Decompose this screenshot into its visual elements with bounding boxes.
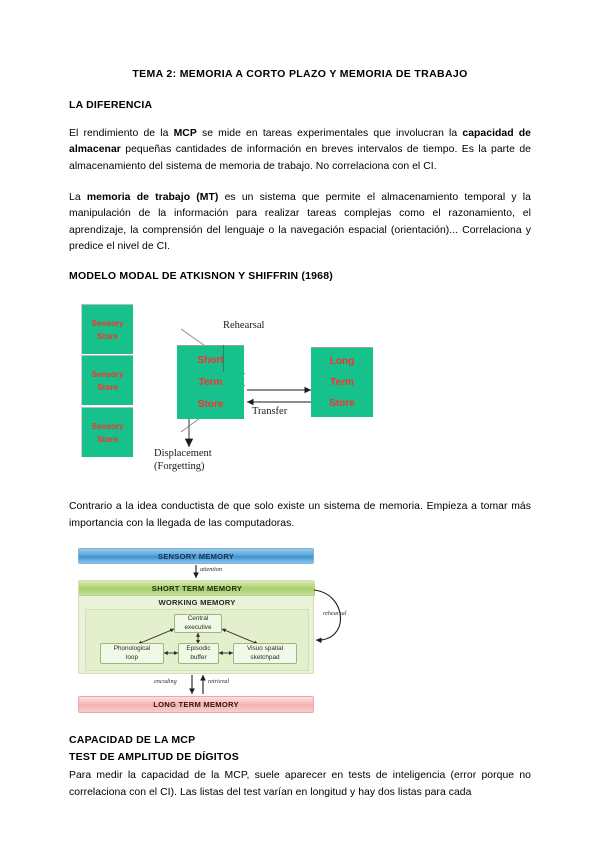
- paragraph-mt-part2: es un sistema que permite el almacenamie…: [69, 191, 531, 253]
- label-encoding: encoding: [154, 678, 177, 686]
- paragraph-mt-bold: memoria de trabajo (MT): [86, 191, 219, 203]
- phonological-loop-line2: loop: [125, 653, 139, 661]
- sensory-store-2-line2: Store: [97, 382, 118, 392]
- short-term-memory-band: SHORT TERM MEMORY: [79, 581, 315, 597]
- label-rehearsal: Rehearsal: [223, 320, 265, 331]
- working-memory-title: WORKING MEMORY: [158, 598, 236, 608]
- central-executive-box: Central executive: [174, 614, 222, 634]
- label-rehearsal-wm: rehearsal: [323, 610, 347, 618]
- sensory-store-2-line1: Sensory: [91, 369, 124, 379]
- paragraph-memoria-trabajo: La memoria de trabajo (MT) es un sistema…: [69, 190, 531, 256]
- episodic-buffer-line2: buffer: [190, 653, 207, 661]
- diagram-modal-connectors: [180, 328, 311, 447]
- phonological-loop-box: Phonological loop: [100, 643, 164, 665]
- working-memory-container: SHORT TERM MEMORY WORKING MEMORY: [78, 580, 315, 675]
- working-memory-components-area: Central executive Phonological loop Epis…: [85, 609, 309, 672]
- section-heading-test-digitos: TEST DE AMPLITUD DE DÍGITOS: [69, 751, 239, 764]
- sensory-store-box-3: Sensory Store: [81, 407, 133, 457]
- long-term-store-line1: Long: [329, 356, 355, 367]
- sensory-store-box-2: Sensory Store: [81, 355, 133, 405]
- paragraph-test-amplitud: Para medir la capacidad de la MCP, suele…: [69, 770, 531, 799]
- label-retrieval: retrieval: [208, 678, 230, 686]
- paragraph-mcp-bold-mcp: MCP: [173, 127, 197, 139]
- section-heading-la-diferencia: LA DIFERENCIA: [69, 98, 153, 111]
- page-title: TEMA 2: MEMORIA A CORTO PLAZO Y MEMORIA …: [132, 68, 468, 80]
- label-transfer: Transfer: [252, 406, 288, 417]
- phonological-loop-line1: Phonological: [113, 645, 151, 653]
- paragraph-conductista: Contrario a la idea conductista de que s…: [69, 501, 531, 529]
- section-heading-capacidad: CAPACIDAD DE LA MCP: [69, 734, 196, 747]
- short-term-store-line2: Term: [198, 376, 223, 388]
- working-memory-connectors: [137, 628, 259, 656]
- label-attention: attention: [200, 566, 222, 574]
- working-memory-flow-arrows: [189, 565, 341, 695]
- short-term-store-line3: Store: [197, 398, 224, 410]
- paragraph-mcp-part1: El rendimiento de la: [69, 127, 174, 139]
- diagram-modal-model: Sensory Store Sensory Store Sensory Stor…: [69, 297, 531, 489]
- visuo-spatial-sketchpad-box: Visuo spatial sketchpad: [233, 643, 297, 665]
- visuo-spatial-line1: Visuo spatial: [246, 645, 284, 653]
- sensory-store-3-line1: Sensory: [91, 421, 124, 431]
- paragraph-mcp: El rendimiento de la MCP se mide en tare…: [69, 126, 531, 176]
- sensory-store-1-line2: Store: [97, 331, 118, 341]
- long-term-store-line3: Store: [329, 398, 355, 409]
- paragraph-mt-part1: La: [69, 191, 87, 203]
- sensory-memory-band: SENSORY MEMORY: [78, 548, 314, 565]
- sensory-store-1-line1: Sensory: [91, 318, 124, 328]
- section-heading-modelo-modal: MODELO MODAL DE ATKISNON Y SHIFFRIN (196…: [69, 269, 333, 282]
- label-displacement: Displacement: [154, 448, 212, 459]
- central-executive-line1: Central: [187, 615, 209, 623]
- episodic-buffer-box: Episodic buffer: [178, 643, 219, 665]
- short-term-store-line1: Short: [197, 354, 224, 366]
- short-term-store-box: Short Term Store: [177, 345, 244, 419]
- sensory-store-box-1: Sensory Store: [81, 304, 133, 354]
- long-term-store-line2: Term: [330, 377, 354, 388]
- paragraph-mcp-part2: se mide en tareas experimentales que inv…: [196, 127, 463, 139]
- sensory-store-3-line2: Store: [97, 434, 118, 444]
- page-content: TEMA 2: MEMORIA A CORTO PLAZO Y MEMORIA …: [69, 68, 531, 816]
- long-term-store-box: Long Term Store: [311, 347, 373, 417]
- diagram-working-memory-model: SENSORY MEMORY SHORT TERM MEMORY WORKING…: [70, 544, 347, 721]
- central-executive-line2: executive: [184, 623, 212, 631]
- long-term-memory-band: LONG TERM MEMORY: [78, 696, 314, 714]
- visuo-spatial-line2: sketchpad: [250, 653, 280, 661]
- episodic-buffer-line1: Episodic: [186, 645, 211, 653]
- label-forgetting: (Forgetting): [154, 461, 205, 472]
- paragraph-mcp-part3: pequeñas cantidades de información en br…: [69, 144, 531, 172]
- paragraph-mcp-bold-capacidad: capacidad de almacenar: [69, 127, 532, 156]
- rehearsal-connector-line: [223, 345, 224, 372]
